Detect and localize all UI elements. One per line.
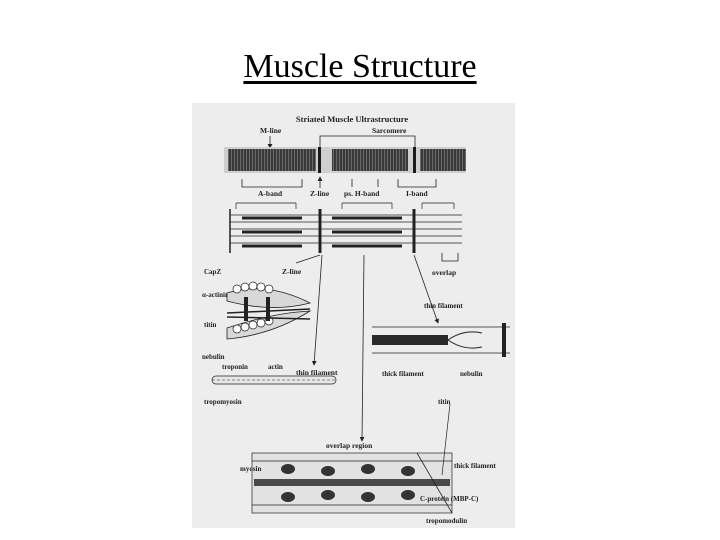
label-overlap: overlap <box>432 268 456 277</box>
diagram-svg: Striated Muscle Ultrastructure M-line Sa… <box>202 114 510 525</box>
z-line-mid-connector <box>295 254 321 264</box>
h-band-ticks <box>351 179 379 187</box>
overlap-region-arrow <box>359 254 365 442</box>
label-a-band: A-band <box>258 189 283 198</box>
micrograph-strip <box>224 147 466 173</box>
overlap-detail-illustration <box>372 323 510 357</box>
label-troponin: troponin <box>222 363 248 371</box>
right-detail-arrow <box>413 254 439 324</box>
myosin-detail-illustration <box>251 452 453 514</box>
label-sarcomere: Sarcomere <box>372 126 407 135</box>
label-z-line-top: Z-line <box>310 189 330 198</box>
label-myosin: myosin <box>240 465 262 473</box>
label-i-band: I-band <box>406 189 429 198</box>
label-alpha-actinin: α-actinin <box>202 291 229 299</box>
label-titin-left: titin <box>204 321 217 329</box>
label-overlap-region: overlap region <box>326 441 373 450</box>
z-disc-illustration <box>226 281 312 340</box>
figure-title: Striated Muscle Ultrastructure <box>296 114 408 124</box>
label-ps-h-band: ps. H-band <box>344 189 380 198</box>
slide-title: Muscle Structure <box>243 48 477 85</box>
label-actin: actin <box>268 363 283 371</box>
label-c-protein: C-protein (MBP-C) <box>420 495 479 503</box>
label-capz: CapZ <box>204 268 221 276</box>
sarcomere-bracket <box>319 135 416 148</box>
thin-filament-mid-arrow <box>311 254 323 366</box>
overlap-bracket <box>441 253 459 262</box>
label-tropomyosin: tropomyosin <box>204 398 242 406</box>
label-nebulin-right: nebulin <box>460 370 483 378</box>
filament-lattice <box>229 209 462 253</box>
label-tropomodulin: tropomodulin <box>426 517 467 525</box>
label-nebulin-left: nebulin <box>202 353 225 361</box>
a-band-bracket <box>241 179 303 188</box>
label-thick-filament-bottom: thick filament <box>454 462 496 470</box>
titin-right-connector <box>441 403 451 476</box>
thin-filament-strand <box>211 375 337 385</box>
label-titin-right: titin <box>438 398 451 406</box>
label-thick-filament-right: thick filament <box>382 370 424 378</box>
muscle-ultrastructure-figure: Striated Muscle Ultrastructure M-line Sa… <box>192 103 515 528</box>
label-thin-filament-mid: thin filament <box>296 368 338 377</box>
label-z-line-mid: Z-line <box>282 267 302 276</box>
label-m-line: M-line <box>260 126 282 135</box>
label-thin-filament-right: thin filament <box>424 302 463 310</box>
lattice-brackets <box>235 202 455 209</box>
i-band-bracket <box>397 179 437 188</box>
